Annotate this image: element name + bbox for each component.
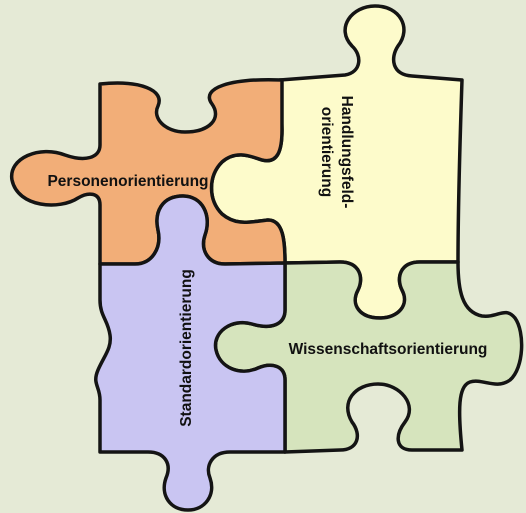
label-wissenschaftsorientierung: Wissenschaftsorientierung — [289, 341, 488, 358]
label-personenorientierung: Personenorientierung — [47, 173, 208, 190]
label-handlungsfeld-line2: orientierung — [318, 107, 335, 197]
label-standardorientierung: Standardorientierung — [178, 269, 195, 427]
puzzle-piece-standardorientierung — [94, 194, 287, 512]
puzzle-piece-personenorientierung — [10, 77, 287, 266]
label-handlungsfeld-line1: Handlungsfeld- — [338, 96, 355, 209]
